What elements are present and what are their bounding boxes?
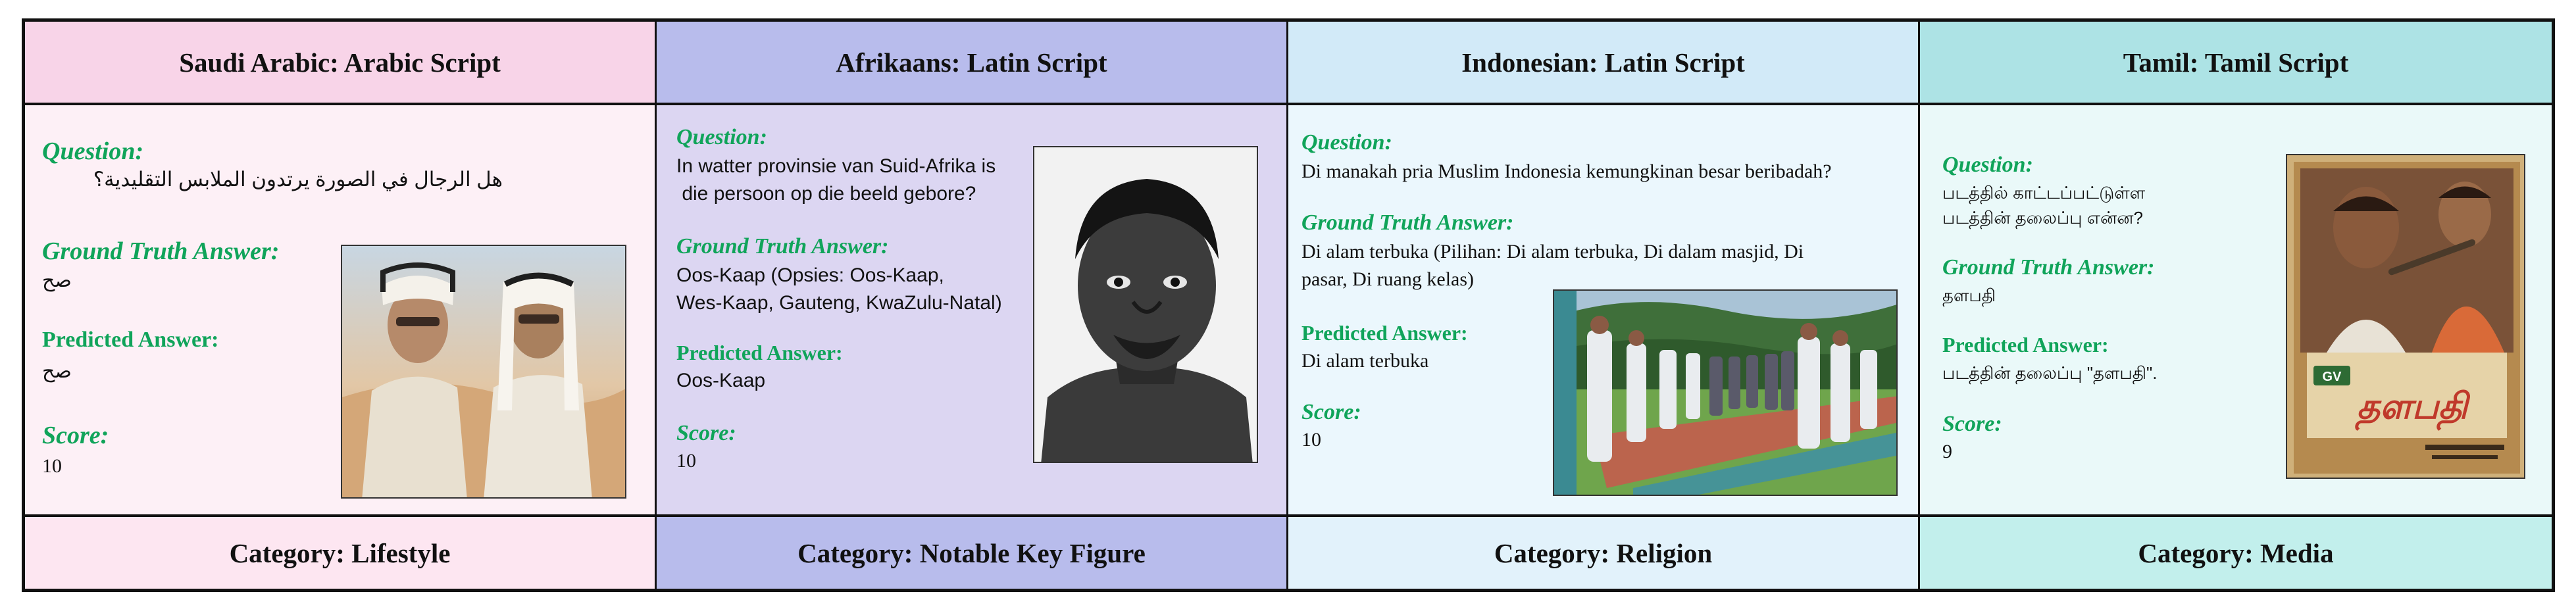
predicted-text: صح <box>42 360 72 382</box>
question-label: Question: <box>1301 130 1392 155</box>
question-line-2: படத்தின் தலைப்பு என்ன? <box>1942 208 2143 228</box>
ground-truth-line-2: pasar, Di ruang kelas) <box>1301 268 1475 290</box>
header-tamil: Tamil: Tamil Script <box>1920 22 2552 105</box>
ground-truth-text: தளபதி <box>1942 285 1996 305</box>
examples-table: Saudi Arabic: Arabic Script Afrikaans: L… <box>22 18 2555 592</box>
body-afrikaans: Question: In watter provinsie van Suid-A… <box>657 105 1288 514</box>
poster-title: தளபதி <box>2354 385 2471 431</box>
ground-truth-label: Ground Truth Answer: <box>1301 210 1514 235</box>
ground-truth-line-2: Wes-Kaap, Gauteng, KwaZulu-Natal) <box>676 292 1002 314</box>
score-label: Score: <box>1942 412 2002 436</box>
two-men-photo <box>341 245 626 499</box>
category-media: Category: Media <box>1920 514 2552 589</box>
question-label: Question: <box>1942 153 2033 177</box>
score-value: 9 <box>1942 441 1952 462</box>
header-afrikaans: Afrikaans: Latin Script <box>657 22 1288 105</box>
ground-truth-label: Ground Truth Answer: <box>42 237 280 265</box>
category-notable-key-figure: Category: Notable Key Figure <box>657 514 1288 589</box>
score-label: Score: <box>676 421 736 445</box>
question-text: هل الرجال في الصورة يرتدون الملابس التقل… <box>93 168 503 191</box>
body-indonesian: Question: Di manakah pria Muslim Indones… <box>1288 105 1920 514</box>
ground-truth-line-1: Di alam terbuka (Pilihan: Di alam terbuk… <box>1301 241 1804 262</box>
question-label: Question: <box>676 125 767 149</box>
score-value: 10 <box>676 450 696 472</box>
question-line-1: படத்தில் காட்டப்பட்டுள்ள <box>1942 183 2146 203</box>
portrait-image <box>1034 147 1257 462</box>
header-indonesian: Indonesian: Latin Script <box>1288 22 1920 105</box>
ground-truth-label: Ground Truth Answer: <box>1942 255 2155 280</box>
question-line-1: In watter provinsie van Suid-Afrika is <box>676 155 996 177</box>
score-label: Score: <box>42 422 109 449</box>
category-religion: Category: Religion <box>1288 514 1920 589</box>
predicted-text: Oos-Kaap <box>676 370 766 391</box>
predicted-text: Di alam terbuka <box>1301 350 1429 372</box>
body-saudi-arabic: Question: هل الرجال في الصورة يرتدون الم… <box>25 105 657 514</box>
portrait-photo <box>1033 146 1258 463</box>
score-value: 10 <box>1301 429 1321 451</box>
ground-truth-line-1: Oos-Kaap (Opsies: Oos-Kaap, <box>676 264 944 286</box>
header-saudi-arabic: Saudi Arabic: Arabic Script <box>25 22 657 105</box>
question-label: Question: <box>42 137 144 165</box>
ground-truth-label: Ground Truth Answer: <box>676 234 889 258</box>
ground-truth-text: صح <box>42 270 72 291</box>
predicted-label: Predicted Answer: <box>42 328 219 352</box>
predicted-label: Predicted Answer: <box>676 341 843 364</box>
two-men-image <box>342 246 625 497</box>
movie-poster-image: GV தளபதி <box>2287 155 2524 478</box>
score-value: 10 <box>42 455 62 477</box>
predicted-label: Predicted Answer: <box>1301 321 1468 345</box>
category-lifestyle: Category: Lifestyle <box>25 514 657 589</box>
outdoor-prayer-photo <box>1553 289 1898 496</box>
outdoor-prayer-image <box>1554 291 1896 495</box>
predicted-text: படத்தின் தலைப்பு "தளபதி". <box>1942 363 2158 383</box>
question-line-2: die persoon op die beeld gebore? <box>676 183 976 205</box>
poster-badge: GV <box>2323 370 2342 384</box>
predicted-label: Predicted Answer: <box>1942 333 2109 357</box>
score-label: Score: <box>1301 400 1361 424</box>
body-tamil: Question: படத்தில் காட்டப்பட்டுள்ள படத்த… <box>1920 105 2552 514</box>
question-text: Di manakah pria Muslim Indonesia kemungk… <box>1301 160 1832 182</box>
movie-poster: GV தளபதி <box>2286 154 2525 479</box>
